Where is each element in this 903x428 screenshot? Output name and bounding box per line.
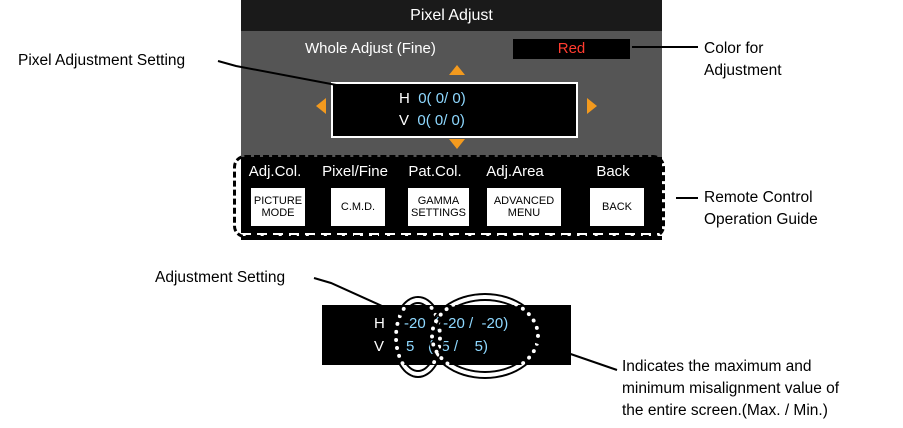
cmd-button[interactable]: C.M.D. xyxy=(331,188,385,226)
guide-highlight-frame xyxy=(233,155,665,238)
adjust-mode-label[interactable]: Whole Adjust (Fine) xyxy=(305,40,436,57)
arrow-up-icon[interactable] xyxy=(449,65,465,75)
arrow-left-icon[interactable] xyxy=(316,98,326,114)
adjust-color-value[interactable]: Red xyxy=(513,39,630,59)
arrow-right-icon[interactable] xyxy=(587,98,597,114)
v-value-row: V 0( 0/ 0) xyxy=(399,112,465,129)
example-v-label: V xyxy=(374,338,385,355)
callout-remote-line-1: Remote Control xyxy=(704,189,813,206)
gamma-settings-button[interactable]: GAMMA SETTINGS xyxy=(408,188,469,226)
callout-indicates-line-3: the entire screen.(Max. / Min.) xyxy=(622,402,828,419)
arrow-down-icon[interactable] xyxy=(449,139,465,149)
callout-color-line-1: Color for xyxy=(704,40,764,57)
h-label: H xyxy=(399,90,410,107)
guide-stripe xyxy=(241,233,662,236)
guide-label-back: Back xyxy=(596,163,630,180)
guide-label-adj-col: Adj.Col. xyxy=(248,163,302,180)
pixel-value-box: H 0( 0/ 0) V 0( 0/ 0) xyxy=(331,82,578,138)
callout-color-line-2: Adjustment xyxy=(704,62,782,79)
callout-color-for-adjustment: Color for Adjustment xyxy=(704,38,782,82)
h-value-row: H 0( 0/ 0) xyxy=(399,90,466,107)
callout-indicates: Indicates the maximum and minimum misali… xyxy=(622,356,839,422)
remote-operation-guide: Adj.Col. Pixel/Fine Pat.Col. Adj.Area Ba… xyxy=(241,157,662,240)
back-button[interactable]: BACK xyxy=(590,188,644,226)
callout-adjustment-setting: Adjustment Setting xyxy=(155,269,286,286)
example-h-label: H xyxy=(374,315,385,332)
v-label: V xyxy=(399,112,410,129)
menu-title: Pixel Adjust xyxy=(241,0,662,31)
h-value: 0( 0/ 0) xyxy=(418,90,466,107)
callout-indicates-line-2: minimum misalignment value of xyxy=(622,380,840,397)
v-value: 0( 0/ 0) xyxy=(417,112,465,129)
callout-remote-line-2: Operation Guide xyxy=(704,211,818,228)
guide-label-pat-col: Pat.Col. xyxy=(408,163,462,180)
range-value-highlight xyxy=(430,295,540,377)
callout-pixel-adjustment-setting: Pixel Adjustment Setting xyxy=(18,52,186,69)
picture-mode-button[interactable]: PICTURE MODE xyxy=(251,188,305,226)
advanced-menu-button[interactable]: ADVANCED MENU xyxy=(487,188,561,226)
callout-indicates-line-1: Indicates the maximum and xyxy=(622,358,812,375)
guide-label-pixel-fine: Pixel/Fine xyxy=(322,163,388,180)
callout-remote-guide: Remote Control Operation Guide xyxy=(704,187,818,231)
guide-label-adj-area: Adj.Area xyxy=(486,163,544,180)
